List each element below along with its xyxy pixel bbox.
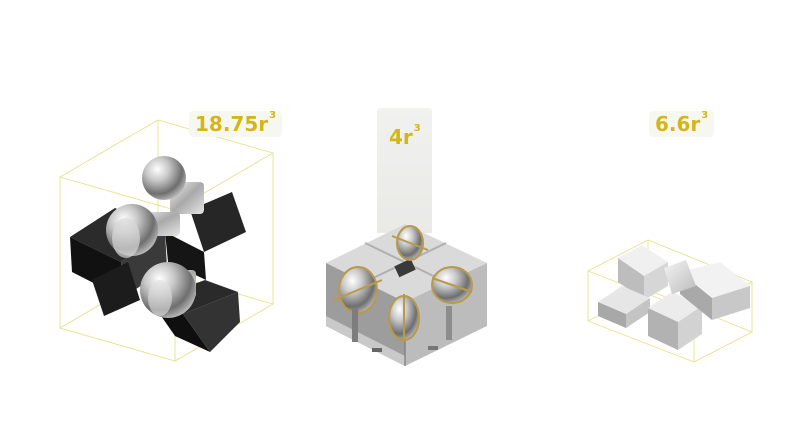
highlight-column	[377, 108, 432, 233]
volume-label-1: 18.75r3	[189, 110, 283, 137]
volume-value-1: 18.75r	[195, 112, 269, 136]
volume-exponent-3: 3	[701, 110, 709, 121]
volume-exponent-2: 3	[413, 123, 421, 134]
volume-label-2: 4r3	[383, 124, 427, 150]
object-2-model	[326, 224, 487, 366]
volume-label-3: 6.6r3	[649, 110, 715, 137]
object-3-model	[598, 245, 750, 350]
volume-exponent-1: 3	[269, 110, 277, 121]
volume-value-2: 4r	[389, 125, 413, 149]
object-1-model	[70, 156, 246, 352]
volume-value-3: 6.6r	[655, 112, 701, 136]
